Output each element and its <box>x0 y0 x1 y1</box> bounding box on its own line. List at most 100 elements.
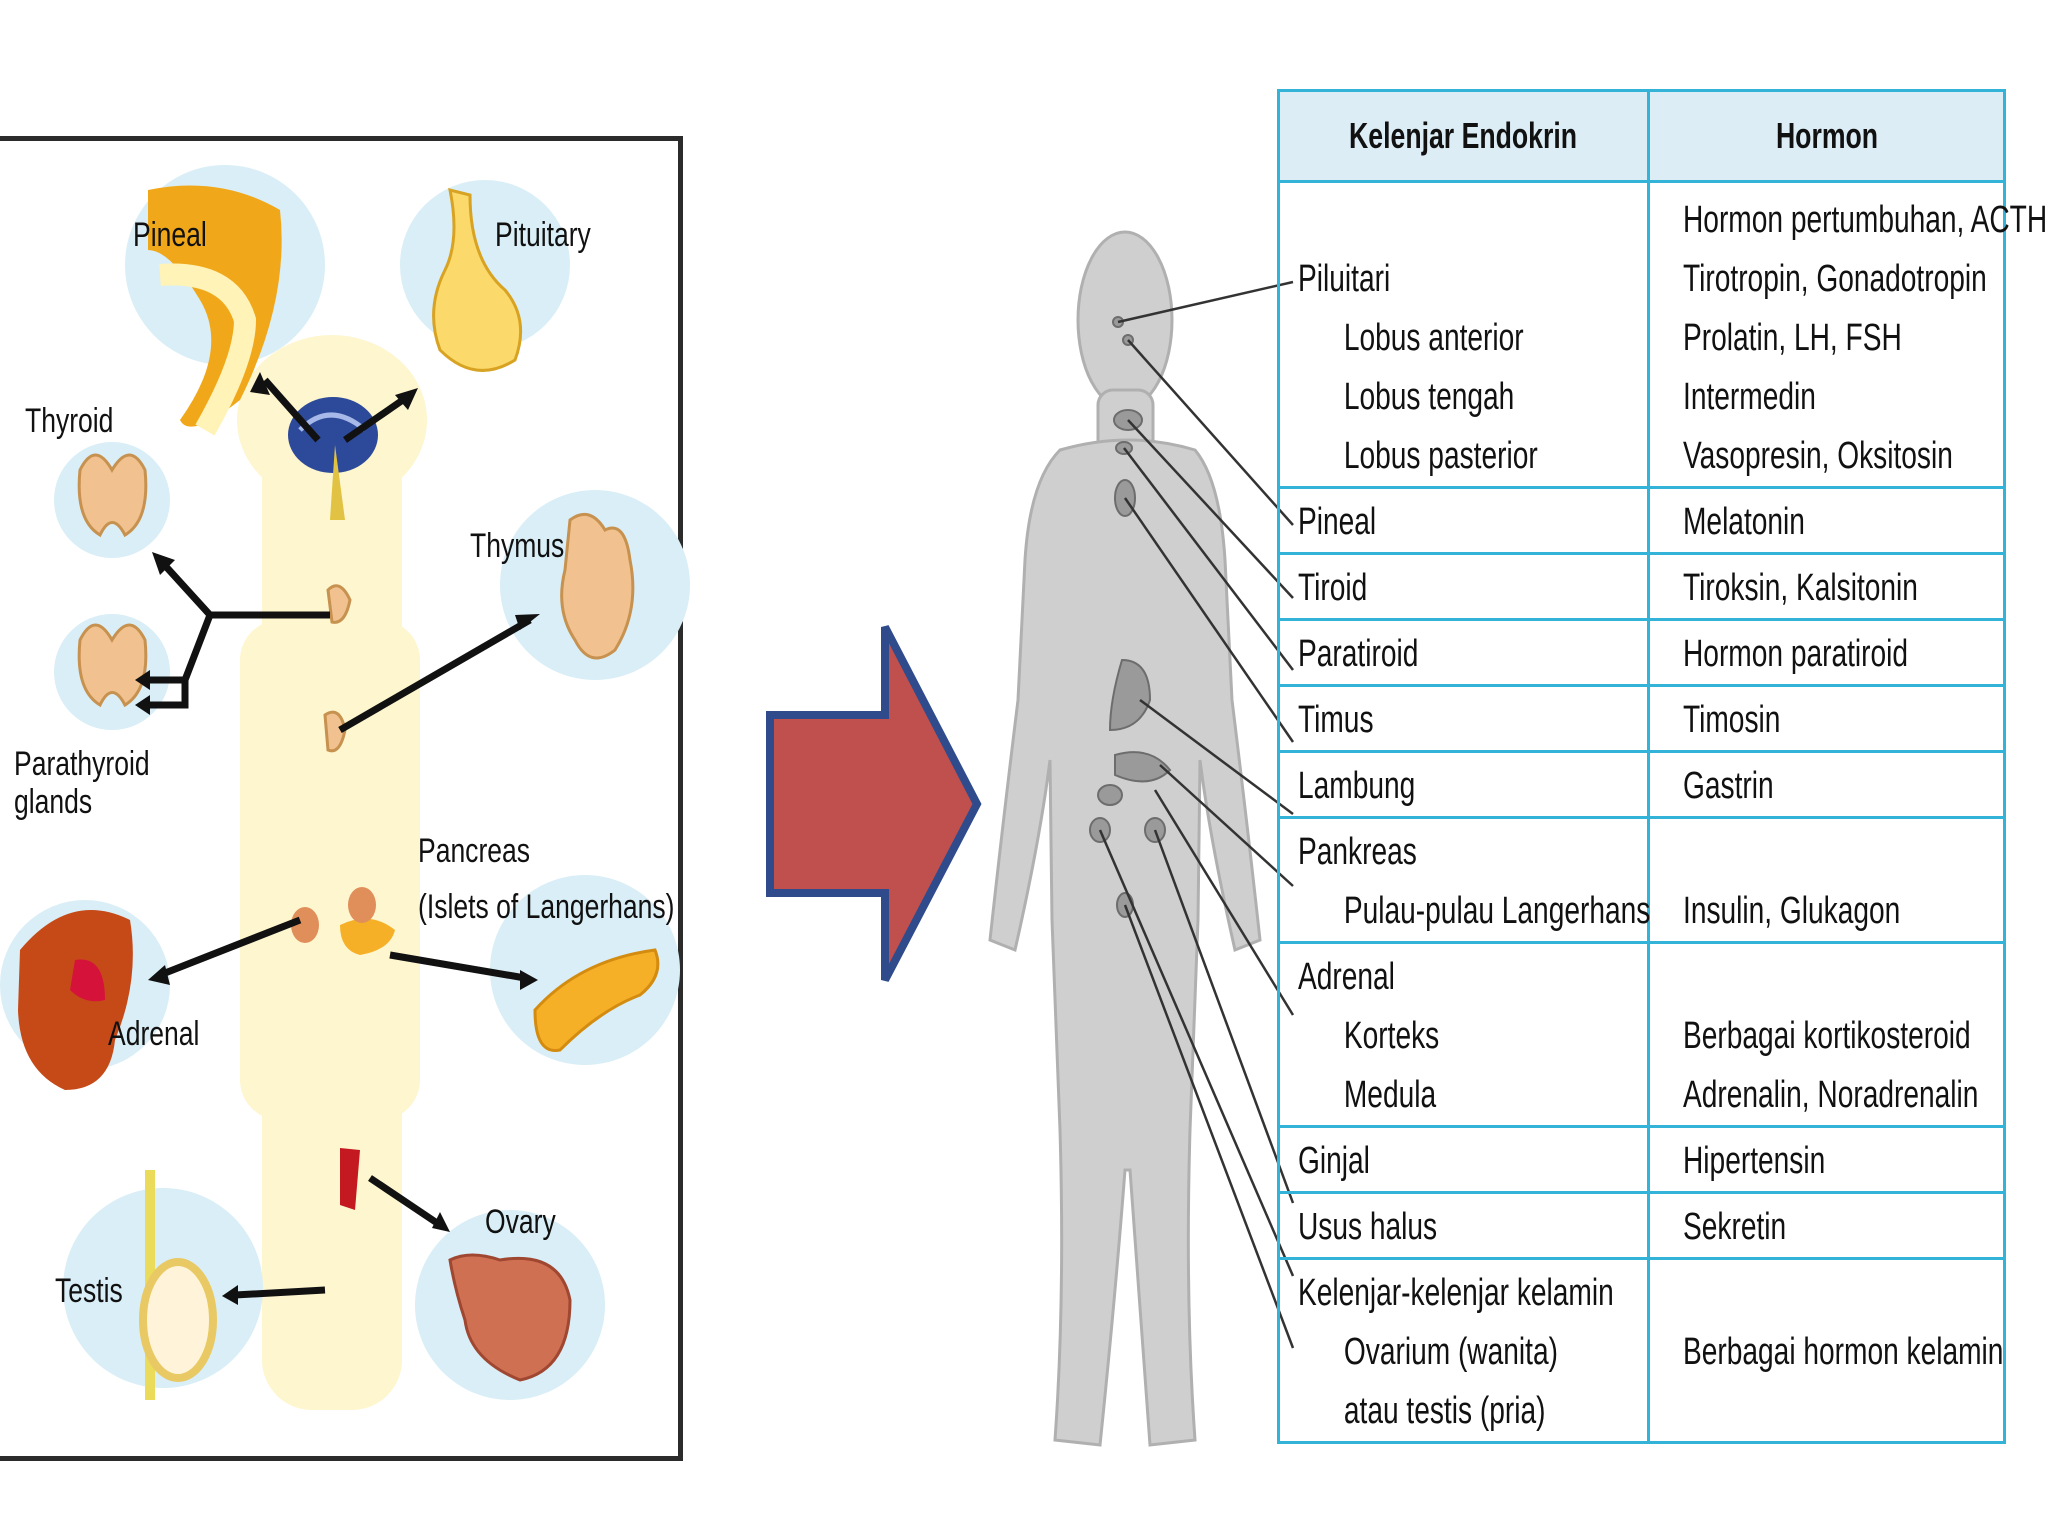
gland-cell: Ginjal <box>1277 1125 1650 1194</box>
gland-name: Piluitari <box>1298 258 1391 300</box>
hormone-name: Melatonin <box>1683 501 1805 543</box>
spacer <box>1683 823 1920 882</box>
table-header-row: Kelenjar Endokrin Hormon <box>1277 89 2006 183</box>
table-row: Usus halus Sekretin <box>1277 1191 2006 1260</box>
gland-name: Medula <box>1343 1074 1437 1116</box>
hormone-cell: Hormon paratiroid <box>1647 618 2006 687</box>
spacer <box>1683 1382 1920 1441</box>
gland-name: Usus halus <box>1298 1206 1438 1248</box>
hormone-name: Tiroksin, Kalsitonin <box>1683 567 1918 609</box>
hormone-cell: Gastrin <box>1647 750 2006 819</box>
hormone-name: Vasopresin, Oksitosin <box>1683 435 1953 477</box>
gland-name: Kelenjar-kelenjar kelamin <box>1298 1272 1614 1314</box>
hormone-cell: Sekretin <box>1647 1191 2006 1260</box>
gland-name: Ovarium (wanita) <box>1343 1331 1558 1373</box>
thymus-label: Thymus <box>470 527 565 565</box>
testis-label: Testis <box>55 1272 123 1310</box>
gland-name: Lambung <box>1298 765 1416 807</box>
ovary-label: Ovary <box>485 1203 556 1241</box>
pointer-lines <box>1098 280 1295 1349</box>
pancreas-label: Pancreas <box>418 832 531 870</box>
spacer <box>1683 1264 1920 1323</box>
hormone-name: Hipertensin <box>1683 1140 1826 1182</box>
testis-icon <box>139 1170 217 1400</box>
hormone-name: Sekretin <box>1683 1206 1787 1248</box>
table-row: Lambung Gastrin <box>1277 750 2006 819</box>
ovary-icon <box>340 1148 572 1382</box>
transition-arrow-icon <box>766 625 982 982</box>
gland-name: Ginjal <box>1298 1140 1370 1182</box>
header-gland: Kelenjar Endokrin <box>1277 89 1650 183</box>
table-row: Ginjal Hipertensin <box>1277 1125 2006 1194</box>
hormone-name: Insulin, Glukagon <box>1683 890 1901 932</box>
thyroid-label: Thyroid <box>25 402 114 440</box>
hormone-cell: Hormon pertumbuhan, ACTH Tirotropin, Gona… <box>1647 180 2048 489</box>
parathyroid-icon <box>77 623 148 708</box>
gland-name: Timus <box>1298 699 1374 741</box>
thyroid-icon <box>77 453 148 538</box>
spacer <box>1683 948 1920 1007</box>
gland-cell: Timus <box>1277 684 1650 753</box>
hormone-cell: Timosin <box>1647 684 2006 753</box>
pineal-icon <box>148 185 282 436</box>
gland-name: atau testis (pria) <box>1343 1390 1546 1432</box>
hormone-name: Intermedin <box>1683 376 1816 418</box>
neck-thyroid-icon <box>326 584 352 624</box>
gland-name: Korteks <box>1343 1015 1440 1057</box>
hormone-name: Hormon pertumbuhan, ACTH <box>1683 199 2048 241</box>
pancreas-icon <box>291 887 660 1052</box>
gland-name: Lobus pasterior <box>1343 435 1538 477</box>
hormone-name: Timosin <box>1683 699 1781 741</box>
adrenal-label: Adrenal <box>108 1015 200 1053</box>
hormone-name: Hormon paratiroid <box>1683 633 1909 675</box>
gland-name: Lobus anterior <box>1343 317 1524 359</box>
hormone-cell: Hipertensin <box>1647 1125 2006 1194</box>
hormone-name: Gastrin <box>1683 765 1774 807</box>
pituitary-label: Pituitary <box>495 216 591 254</box>
hormone-name: Berbagai kortikosteroid <box>1683 1015 1971 1057</box>
spacer <box>1298 191 1556 250</box>
hormone-name: Adrenalin, Noradrenalin <box>1683 1074 1979 1116</box>
hormone-cell: Insulin, Glukagon <box>1647 816 2006 944</box>
hormone-cell: Tiroksin, Kalsitonin <box>1647 552 2006 621</box>
adrenal-icon <box>18 910 133 1090</box>
gland-cell: Pineal <box>1277 486 1650 555</box>
thymus-icon <box>560 512 635 660</box>
gland-name: Paratiroid <box>1298 633 1419 675</box>
gland-cell: Lambung <box>1277 750 1650 819</box>
gland-name: Pulau-pulau Langerhans <box>1343 890 1651 932</box>
hormone-name: Berbagai hormon kelamin <box>1683 1331 2004 1373</box>
table-row: Paratiroid Hormon paratiroid <box>1277 618 2006 687</box>
hormone-cell: Berbagai hormon kelamin <box>1647 1257 2006 1444</box>
hormone-cell: Melatonin <box>1647 486 2006 555</box>
islets-label: (Islets of Langerhans) <box>418 888 675 926</box>
table-row: Tiroid Tiroksin, Kalsitonin <box>1277 552 2006 621</box>
hormone-name: Tirotropin, Gonadotropin <box>1683 258 1987 300</box>
gland-name: Pineal <box>1298 501 1377 543</box>
parathyroid-label: Parathyroid glands <box>14 745 150 821</box>
gland-cell: Paratiroid <box>1277 618 1650 687</box>
gland-name: Pankreas <box>1298 831 1417 873</box>
gland-cell: Tiroid <box>1277 552 1650 621</box>
table-row: Pineal Melatonin <box>1277 486 2006 555</box>
pituitary-icon <box>432 187 523 372</box>
gland-name: Tiroid <box>1298 567 1368 609</box>
table-row: Timus Timosin <box>1277 684 2006 753</box>
gland-name: Lobus tengah <box>1343 376 1515 418</box>
gland-cell: Usus halus <box>1277 1191 1650 1260</box>
header-hormone: Hormon <box>1647 89 2006 183</box>
pineal-label: Pineal <box>133 216 207 254</box>
hormone-name: Prolatin, LH, FSH <box>1683 317 1902 359</box>
gland-name: Adrenal <box>1298 956 1395 998</box>
